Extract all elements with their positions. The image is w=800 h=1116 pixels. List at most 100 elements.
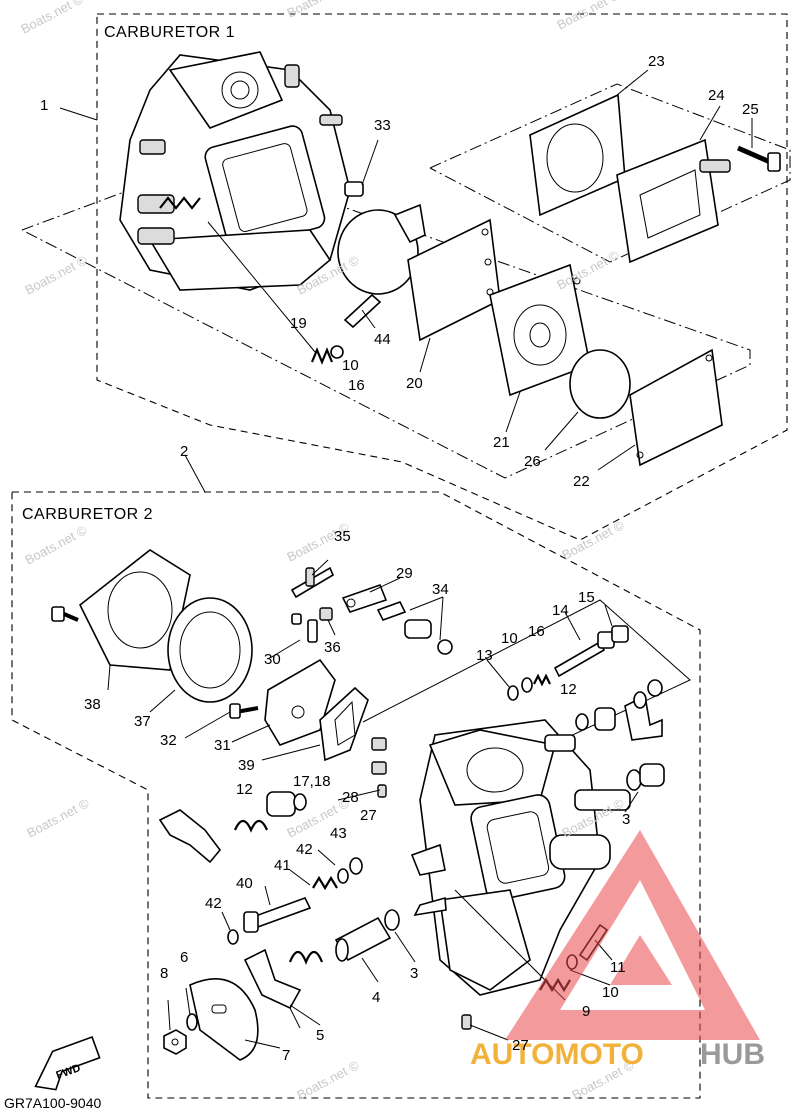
watermark-text: Boats.net © (18, 0, 86, 37)
brand-automoto: AUTOMOTO (470, 1038, 644, 1071)
part-spring-left (233, 819, 269, 833)
callout-36: 36 (324, 639, 341, 656)
callout-10: 10 (342, 357, 359, 374)
watermark-text: Boats.net © (294, 1057, 362, 1102)
callout-numbers: 1 2 3 3 4 5 6 7 8 9 10 10 10 11 12 12 13… (40, 53, 759, 1064)
part-39-gasket (319, 686, 369, 762)
callout-8: 8 (160, 965, 168, 982)
callout-10: 10 (602, 984, 619, 1001)
watermark-text: Boats.net © (22, 252, 90, 297)
callout-23: 23 (648, 53, 665, 70)
part-20-gasket (407, 218, 501, 342)
callout-11: 11 (610, 959, 626, 976)
part-27-screw-lower (461, 1014, 472, 1030)
automotohub-logo: AUTOMOTO HUB (470, 830, 765, 1071)
part-7-cam (189, 978, 259, 1061)
callout-27: 27 (360, 807, 377, 824)
part-14-needle (553, 640, 606, 678)
callout-32: 32 (160, 732, 177, 749)
part-4-shaft (334, 916, 392, 962)
callout-25: 25 (742, 101, 759, 118)
callout-20: 20 (406, 375, 423, 392)
callout-30: 30 (264, 651, 281, 668)
callout-37: 37 (134, 713, 151, 730)
callout-21: 21 (493, 434, 510, 451)
part-8-nut (163, 1029, 187, 1055)
fwd-arrow (34, 1036, 101, 1091)
part-12-washer-right (575, 707, 616, 731)
callout-3: 3 (622, 811, 630, 828)
part-41-spring (312, 875, 338, 891)
callout-27: 27 (512, 1037, 529, 1054)
callout-5: 5 (316, 1027, 324, 1044)
part-27-screw-upper (377, 784, 387, 798)
callout-4: 4 (372, 989, 380, 1006)
part-16-spring-carb1 (310, 347, 334, 365)
callout-15: 15 (578, 589, 595, 606)
part-35-shaft (290, 566, 335, 599)
part-33-screw (344, 139, 379, 197)
callout-7: 7 (282, 1047, 290, 1064)
part-12-washer-left (266, 791, 307, 817)
callout-2: 2 (180, 443, 188, 460)
callout-10: 10 (501, 630, 518, 647)
callout-29: 29 (396, 565, 413, 582)
part-37-diaphragm (167, 597, 253, 703)
watermark-text: Boats.net © (559, 517, 627, 562)
part-shaft-rod (410, 843, 447, 917)
part-42-washer-lower (227, 929, 239, 945)
callout-14: 14 (552, 602, 569, 619)
part-lever-left (158, 809, 222, 864)
watermark-text: Boats.net © (284, 0, 352, 21)
part-42-washer-upper (337, 868, 349, 884)
callout-42: 42 (205, 895, 222, 912)
watermark-text: Boats.net © (554, 0, 622, 33)
part-23-gasket (529, 93, 626, 217)
watermark-text: Boats.net © (24, 795, 92, 840)
callout-16: 16 (348, 377, 365, 394)
part-36-screw (319, 607, 333, 621)
callout-9: 9 (582, 1003, 590, 1020)
part-16-spring-carb2 (533, 673, 551, 687)
callout-17-18: 17,18 (293, 773, 331, 790)
callout-34: 34 (432, 581, 449, 598)
callout-31: 31 (214, 737, 231, 754)
part-13-o-ring (507, 685, 519, 701)
callout-26: 26 (524, 453, 541, 470)
callout-41: 41 (274, 857, 291, 874)
carburetor-1-title: CARBURETOR 1 (104, 24, 235, 41)
carburetor-2-boundary (11, 491, 701, 1099)
callout-1: 1 (40, 97, 48, 114)
part-3-seal-right (626, 763, 665, 791)
logo-triangle (505, 830, 760, 1040)
callout-35: 35 (334, 528, 351, 545)
part-15-cap (597, 625, 629, 649)
part-38-screw (51, 606, 79, 622)
callout-6: 6 (180, 949, 188, 966)
callout-12: 12 (560, 681, 577, 698)
callout-13: 13 (476, 647, 493, 664)
part-24-cover (616, 138, 731, 264)
part-31-body (264, 658, 336, 746)
part-28-screw (371, 737, 387, 775)
part-30-pin (291, 613, 318, 643)
callout-40: 40 (236, 875, 253, 892)
part-10-washer-carb2 (521, 677, 533, 693)
part-25-screw (736, 145, 781, 172)
part-spring-lower (288, 950, 324, 965)
callout-43: 43 (330, 825, 347, 842)
carb1-exploded-plane (21, 159, 751, 479)
part-bracket-right (624, 679, 663, 741)
part-22-plate (629, 348, 723, 467)
diagram-code: GR7A100-9040 (4, 1095, 102, 1111)
callout-3: 3 (410, 965, 418, 982)
part-29-bracket (341, 583, 388, 613)
part-40-screw (243, 897, 312, 933)
part-5-lever (243, 948, 302, 1010)
callout-33: 33 (374, 117, 391, 134)
carburetor-2-title: CARBURETOR 2 (22, 506, 153, 523)
callout-19: 19 (290, 315, 307, 332)
part-10-washer-carb1 (330, 345, 344, 359)
carb1-cover-plane (429, 83, 791, 263)
